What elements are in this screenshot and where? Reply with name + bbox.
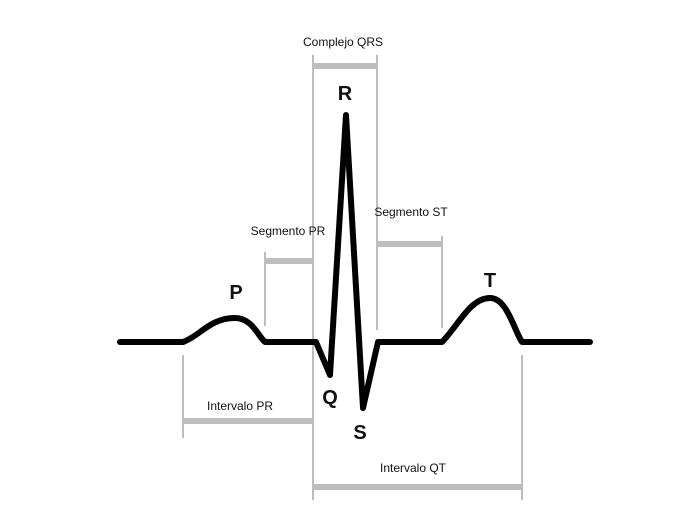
qrs-complex-label: Complejo QRS [303,35,383,49]
s-wave-label: S [353,422,366,444]
t-wave-label: T [484,270,496,292]
st-segment-label: Segmento ST [374,205,448,219]
pr-interval-label: Intervalo PR [207,399,273,413]
ecg-trace [117,112,593,411]
r-wave-label: R [338,83,353,105]
guide-lines [182,55,523,500]
pr-segment-label: Segmento PR [251,224,326,238]
p-wave-label: P [229,282,242,304]
qt-interval-label: Intervalo QT [380,461,447,475]
q-wave-label: Q [322,387,338,409]
